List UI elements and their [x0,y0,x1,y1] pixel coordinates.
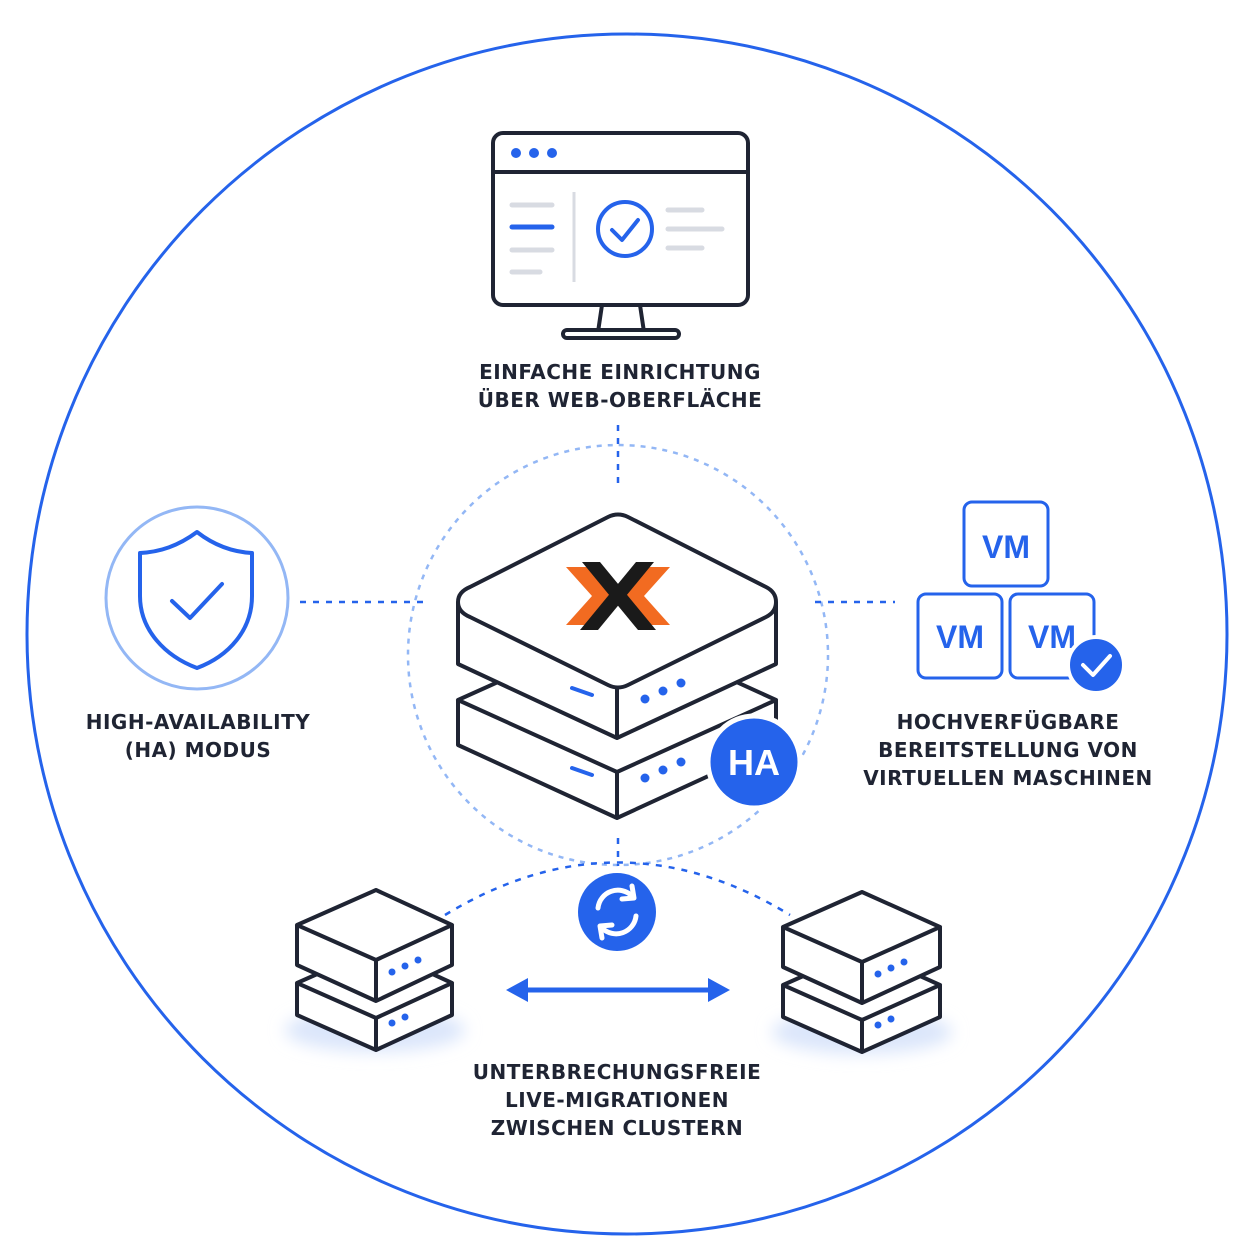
label-ha-mode-line-2: (HA) MODUS [124,738,272,762]
vm-label-right: VM [1028,619,1076,655]
label-vm-deploy-line-1: HOCHVERFÜGBARE [896,710,1120,734]
vm-stack-icon: VM VM VM [916,500,1126,695]
label-vm-deploy-line-3: VIRTUELLEN MASCHINEN [863,766,1153,790]
shield-check-icon [104,505,290,691]
label-web-setup-line-1: EINFACHE EINRICHTUNG [479,360,761,384]
label-live-migration-line-3: ZWISCHEN CLUSTERN [490,1116,744,1140]
center-server-top [456,512,778,740]
sync-icon [578,873,656,951]
label-ha-mode: HIGH-AVAILABILITY (HA) MODUS [58,708,338,764]
label-live-migration-line-2: LIVE-MIGRATIONEN [505,1088,729,1112]
label-vm-deploy-line-2: BEREITSTELLUNG VON [878,738,1138,762]
ha-badge-label: HA [728,742,780,783]
vm-label-top: VM [982,529,1030,565]
left-cluster-server [285,888,465,1052]
monitor-check-icon [491,131,750,340]
vm-check-badge-icon [1066,635,1126,695]
inner-dashed-ring [406,443,830,867]
proxmox-logo-icon [566,562,670,630]
vm-label-left: VM [936,619,984,655]
ha-badge: HA [705,713,803,811]
migration-arc [444,861,791,917]
center-server-stack: HA [456,512,803,820]
migration-double-arrow-icon [506,978,730,1002]
label-vm-deploy: HOCHVERFÜGBARE BEREITSTELLUNG VON VIRTUE… [858,708,1158,792]
right-cluster-server [772,890,952,1054]
label-web-setup-line-2: ÜBER WEB-OBERFLÄCHE [477,388,763,412]
label-live-migration: UNTERBRECHUNGSFREIE LIVE-MIGRATIONEN ZWI… [437,1058,797,1142]
label-ha-mode-line-1: HIGH-AVAILABILITY [85,710,311,734]
label-live-migration-line-1: UNTERBRECHUNGSFREIE [472,1060,762,1084]
label-web-setup: EINFACHE EINRICHTUNG ÜBER WEB-OBERFLÄCHE [420,358,820,414]
outer-ring [25,32,1229,1236]
